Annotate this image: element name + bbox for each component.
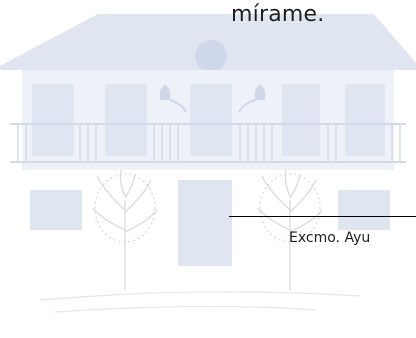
- ground: [39, 291, 361, 313]
- tree-right: [257, 169, 323, 290]
- caption-leader-line: [229, 216, 416, 217]
- lantern-icon: [160, 84, 187, 113]
- balcony-railing: [10, 123, 406, 163]
- tree-left: [92, 169, 158, 290]
- round-dormer-window: [195, 40, 227, 72]
- upper-windows: [32, 84, 385, 156]
- caption-text: Excmo. Ayu: [289, 230, 371, 246]
- lower-window-left: [30, 190, 82, 230]
- headline-text: mírame.: [231, 2, 325, 27]
- lantern-icon: [238, 84, 265, 113]
- lower-window-right: [338, 190, 390, 230]
- main-door: [178, 180, 232, 266]
